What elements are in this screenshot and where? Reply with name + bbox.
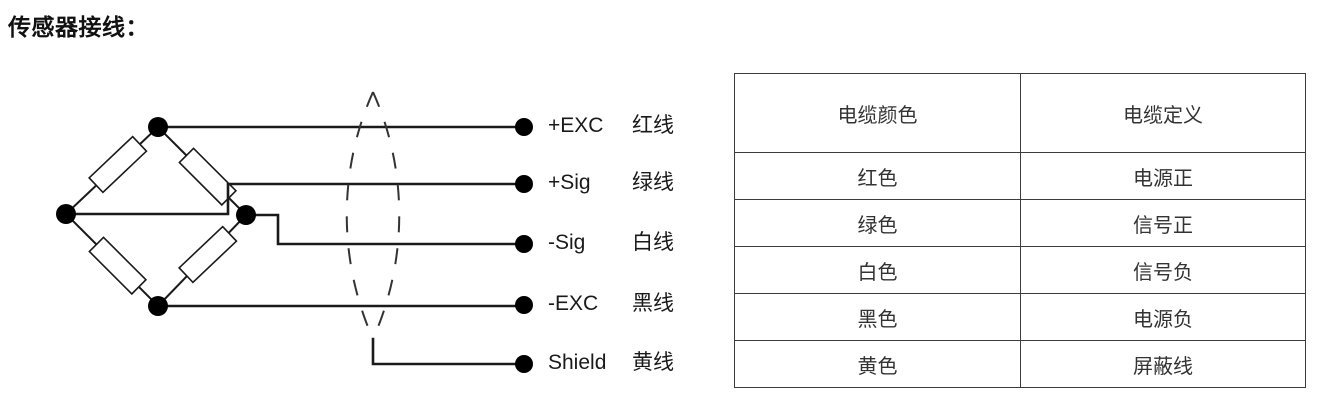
bridge-node-bottom <box>148 296 168 316</box>
table-header-cable-color: 电缆颜色 <box>734 73 1021 153</box>
wire-color-exc-positive: 红线 <box>632 114 674 137</box>
table-row: 黑色 电源负 <box>734 293 1306 341</box>
bridge-node-right <box>236 205 256 225</box>
table-row: 红色 电源正 <box>734 152 1306 200</box>
cell-cable-definition: 信号正 <box>1020 199 1306 247</box>
wire-label-exc-positive: +EXC 红线 <box>548 115 674 136</box>
bridge-arms <box>65 126 247 307</box>
bridge-node-top <box>148 117 168 137</box>
cable-sheath-left-edge <box>345 91 374 340</box>
terminal-dot-exc-negative <box>515 296 533 314</box>
terminal-dot-sig-negative <box>515 235 533 253</box>
table-header-row: 电缆颜色 电缆定义 <box>734 73 1306 153</box>
cable-terminals <box>515 118 533 373</box>
wire-label-exc-negative: -EXC 黑线 <box>548 293 674 314</box>
wire-label-sig-negative: -Sig 白线 <box>548 232 674 253</box>
resistor-top-left <box>88 135 148 194</box>
wire-sig-negative <box>244 213 526 246</box>
cell-cable-color: 黄色 <box>734 340 1021 388</box>
wire-color-sig-negative: 白线 <box>632 231 674 254</box>
terminal-dot-shield <box>515 355 533 373</box>
cell-cable-definition: 电源正 <box>1020 152 1306 200</box>
cable-definition-table: 电缆颜色 电缆定义 红色 电源正 绿色 信号正 白色 信号负 黑色 电源负 黄色 <box>734 73 1306 388</box>
bridge-node-left <box>56 204 76 224</box>
table-header-cable-definition: 电缆定义 <box>1020 73 1306 153</box>
wire-signal-sig-negative: -Sig <box>548 231 586 254</box>
cell-cable-definition: 屏蔽线 <box>1020 340 1306 388</box>
page-title: 传感器接线： <box>8 14 149 40</box>
table-row: 黄色 屏蔽线 <box>734 340 1306 388</box>
wire-color-shield: 黄线 <box>632 351 674 374</box>
wire-shield <box>371 337 526 366</box>
wire-sig-positive <box>64 182 526 216</box>
bridge-resistors <box>88 135 238 296</box>
wire-label-sig-positive: +Sig 绿线 <box>548 172 674 193</box>
wire-color-sig-positive: 绿线 <box>632 171 674 194</box>
wire-runs <box>64 125 526 366</box>
cell-cable-color: 绿色 <box>734 199 1021 247</box>
bridge-nodes <box>56 117 256 316</box>
terminal-dot-exc-positive <box>515 118 533 136</box>
wire-color-exc-negative: 黑线 <box>632 292 674 315</box>
cell-cable-definition: 电源负 <box>1020 293 1306 341</box>
cable-sheath-right-edge <box>372 91 401 340</box>
wire-signal-sig-positive: +Sig <box>548 171 591 194</box>
wire-signal-exc-negative: -EXC <box>548 292 599 315</box>
resistor-bottom-left <box>88 236 148 296</box>
terminal-dot-sig-positive <box>515 175 533 193</box>
cell-cable-color: 黑色 <box>734 293 1021 341</box>
cell-cable-definition: 信号负 <box>1020 246 1306 294</box>
wheatstone-bridge-wiring-diagram: +EXC 红线 +Sig 绿线 -Sig 白线 -EXC 黑线 Shield 黄线 <box>0 60 730 390</box>
cell-cable-color: 红色 <box>734 152 1021 200</box>
cell-cable-color: 白色 <box>734 246 1021 294</box>
wire-label-shield: Shield 黄线 <box>548 352 674 373</box>
dashed-cable-sheath <box>345 91 401 340</box>
resistor-bottom-right <box>178 225 238 284</box>
table-row: 绿色 信号正 <box>734 199 1306 247</box>
wire-signal-shield: Shield <box>548 351 607 374</box>
wire-signal-exc-positive: +EXC <box>548 114 604 137</box>
table-row: 白色 信号负 <box>734 246 1306 294</box>
